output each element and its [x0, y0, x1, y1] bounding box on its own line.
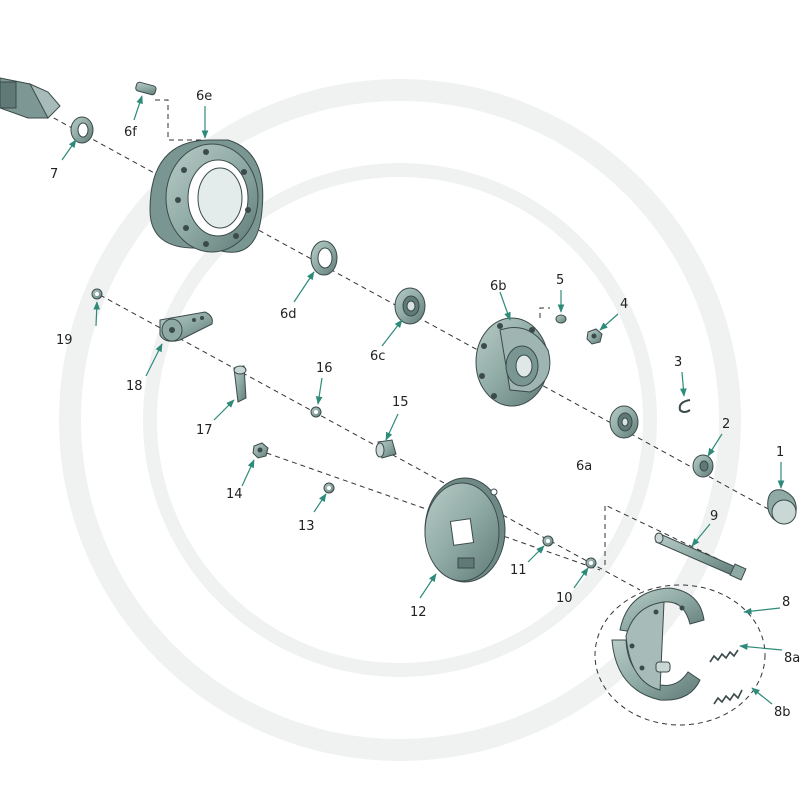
part-6c-bearing: [394, 287, 426, 325]
part-axle-stub: [0, 77, 61, 119]
part-1-dust-cap: [767, 489, 797, 525]
leader-arrows: [61, 95, 785, 705]
label-part-9: 9: [710, 509, 718, 524]
part-10-washer: [585, 557, 597, 569]
label-part-8: 8: [782, 595, 790, 610]
label-part-10: 10: [556, 591, 573, 606]
part-7-washer: [70, 116, 94, 144]
label-part-6e: 6e: [196, 89, 212, 104]
part-12-back-plate: [424, 477, 506, 583]
label-part-6f: 6f: [124, 125, 137, 140]
part-2-castle-nut: [692, 454, 714, 478]
label-part-7: 7: [50, 167, 58, 182]
part-6e-brake-drum: [149, 139, 264, 253]
label-part-14: 14: [226, 487, 243, 502]
label-part-17: 17: [196, 423, 213, 438]
label-part-2: 2: [722, 417, 730, 432]
label-part-15: 15: [392, 395, 409, 410]
label-part-8b: 8b: [774, 705, 791, 720]
label-part-6a: 6a: [576, 459, 592, 474]
label-part-6b: 6b: [490, 279, 507, 294]
part-labels: 1 2 3 4 5 6a 6b 6c 6d 6e 6f 7 8 8a 8b 9 …: [50, 89, 800, 720]
label-part-12: 12: [410, 605, 427, 620]
part-6b-hub: [475, 317, 551, 407]
part-6a-outer-bearing: [609, 405, 639, 439]
part-18-lever: [159, 311, 213, 342]
label-part-5: 5: [556, 273, 564, 288]
label-part-1: 1: [776, 445, 784, 460]
label-part-4: 4: [620, 297, 628, 312]
part-13-washer: [323, 482, 335, 494]
label-part-11: 11: [510, 563, 527, 578]
label-part-6c: 6c: [370, 349, 385, 364]
background-watermark: [59, 79, 741, 761]
label-part-16: 16: [316, 361, 333, 376]
part-16-washer: [310, 406, 322, 418]
part-19-washer: [91, 288, 103, 300]
part-5-pin: [555, 314, 567, 324]
part-9-camshaft: [654, 532, 747, 581]
part-3-clip: [678, 399, 691, 413]
part-14-nut: [252, 442, 269, 459]
part-6d-seal: [310, 240, 338, 276]
part-8a-spring: [709, 649, 739, 663]
label-part-6d: 6d: [280, 307, 297, 322]
label-part-3: 3: [674, 355, 682, 370]
label-part-8a: 8a: [784, 651, 800, 666]
part-15-bushing: [375, 439, 397, 459]
part-8-brake-shoes: [611, 587, 705, 701]
part-11-washer: [542, 535, 554, 547]
part-4-nut: [586, 328, 603, 345]
label-part-13: 13: [298, 519, 315, 534]
part-17-bracket: [233, 365, 247, 403]
label-part-18: 18: [126, 379, 143, 394]
part-6f-stud: [135, 81, 157, 96]
label-part-19: 19: [56, 333, 73, 348]
part-8b-spring: [713, 689, 743, 705]
